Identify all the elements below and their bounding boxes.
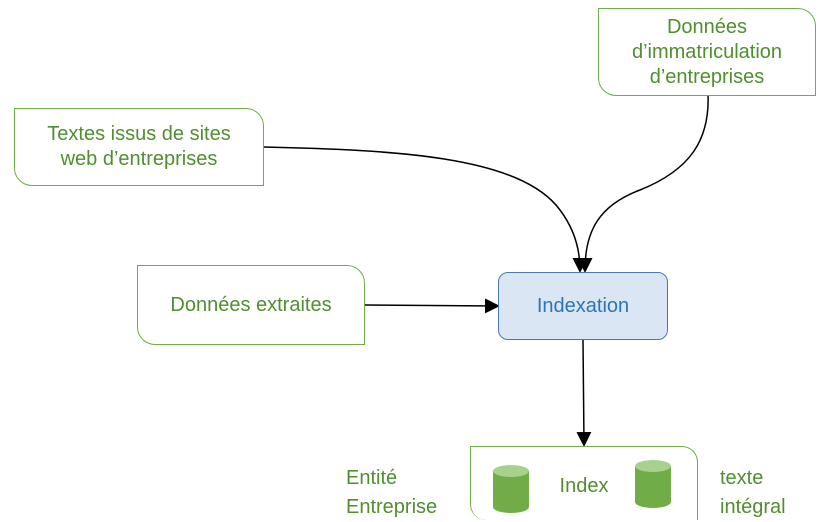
textes-node: Textes issus de sites web d’entreprises [14, 108, 264, 186]
database-left-icon [493, 465, 529, 513]
immatriculation-node: Données d’immatriculation d’entreprises [598, 8, 816, 96]
texte-integral-label: texte intégral [720, 467, 786, 518]
extraites-label: Données extraites [170, 293, 332, 316]
database-right-icon [635, 460, 671, 508]
textes-label: Textes issus de sites web d’entreprises [47, 123, 231, 170]
index-label: Index [559, 475, 609, 497]
extraites-node: Données extraites [137, 265, 365, 345]
immatriculation-label: Données d’immatriculation d’entreprises [631, 15, 783, 88]
arrow-immatriculation-to-indexation [577, 93, 709, 273]
indexation-label: Indexation [536, 294, 630, 317]
arrow-textes-to-indexation [262, 146, 588, 273]
entite-entreprise-label: Entité Entreprise [346, 467, 438, 518]
arrow-extraites-to-indexation [363, 298, 500, 314]
arrow-indexation-to-index [576, 339, 592, 447]
indexation-node: Indexation [498, 272, 668, 340]
